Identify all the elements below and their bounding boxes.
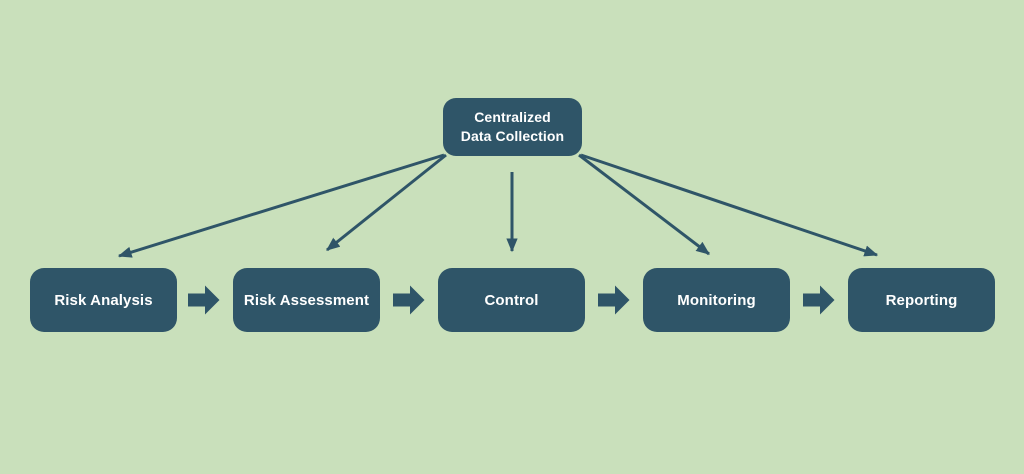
node-reporting: Reporting (848, 268, 995, 332)
node-label-line1: Centralized (474, 109, 551, 125)
node-monitoring: Monitoring (643, 268, 790, 332)
connector-root-to-risk-analysis-icon (117, 153, 445, 258)
node-label-line2: Data Collection (460, 128, 565, 144)
node-risk-assessment: Risk Assessment (233, 268, 380, 332)
flow-arrow-icon (393, 285, 425, 315)
node-centralized-data-collection: Centralized Data Collection (443, 98, 582, 156)
node-label: Control (484, 291, 539, 309)
node-label: Risk Assessment (243, 291, 370, 309)
connector-root-to-risk-assessment-icon (326, 153, 447, 252)
flow-arrow-icon (598, 285, 630, 315)
connector-root-to-reporting-icon (580, 153, 879, 257)
node-risk-analysis: Risk Analysis (30, 268, 177, 332)
node-label: Risk Analysis (54, 291, 153, 309)
node-label: Reporting (885, 291, 958, 309)
connector-root-to-monitoring-icon (578, 153, 710, 256)
flow-arrow-icon (803, 285, 835, 315)
node-label: Monitoring (677, 291, 756, 309)
node-control: Control (438, 268, 585, 332)
flow-arrow-icon (188, 285, 220, 315)
